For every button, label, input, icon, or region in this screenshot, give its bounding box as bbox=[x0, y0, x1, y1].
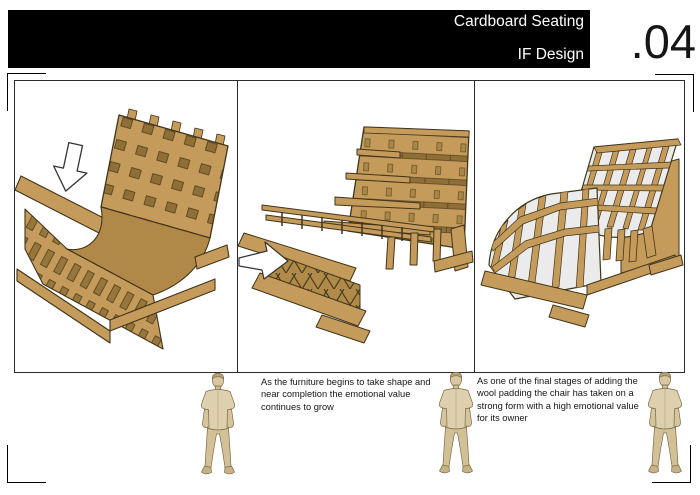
right-arrow-icon bbox=[238, 241, 289, 280]
chair-frame-illustration bbox=[238, 126, 474, 344]
storyboard-frame bbox=[14, 80, 685, 373]
caption-stage-3: As one of the final stages of adding the… bbox=[477, 376, 639, 423]
banner-subtitle: IF Design bbox=[517, 45, 584, 63]
caption-stage-2: As the furniture begins to take shape an… bbox=[261, 377, 431, 412]
person-figure bbox=[645, 370, 685, 476]
crop-mark-top-right bbox=[655, 74, 694, 112]
down-arrow-icon bbox=[52, 142, 88, 192]
crop-mark-bottom-right bbox=[652, 445, 691, 483]
chair-padded-illustration bbox=[480, 138, 684, 328]
panel-stage-1 bbox=[15, 81, 238, 372]
person-figure bbox=[436, 370, 476, 476]
banner-title: Cardboard Seating bbox=[453, 13, 584, 30]
person-figure bbox=[198, 371, 238, 477]
crop-mark-bottom-left bbox=[7, 445, 46, 483]
crop-mark-top-left bbox=[7, 73, 46, 111]
panel-stage-3 bbox=[475, 81, 684, 372]
page-number: .04 bbox=[630, 15, 696, 68]
title-banner: Cardboard Seating IF Design bbox=[8, 10, 590, 68]
chair-skeleton-illustration bbox=[15, 108, 230, 350]
panel-stage-2 bbox=[238, 81, 475, 372]
